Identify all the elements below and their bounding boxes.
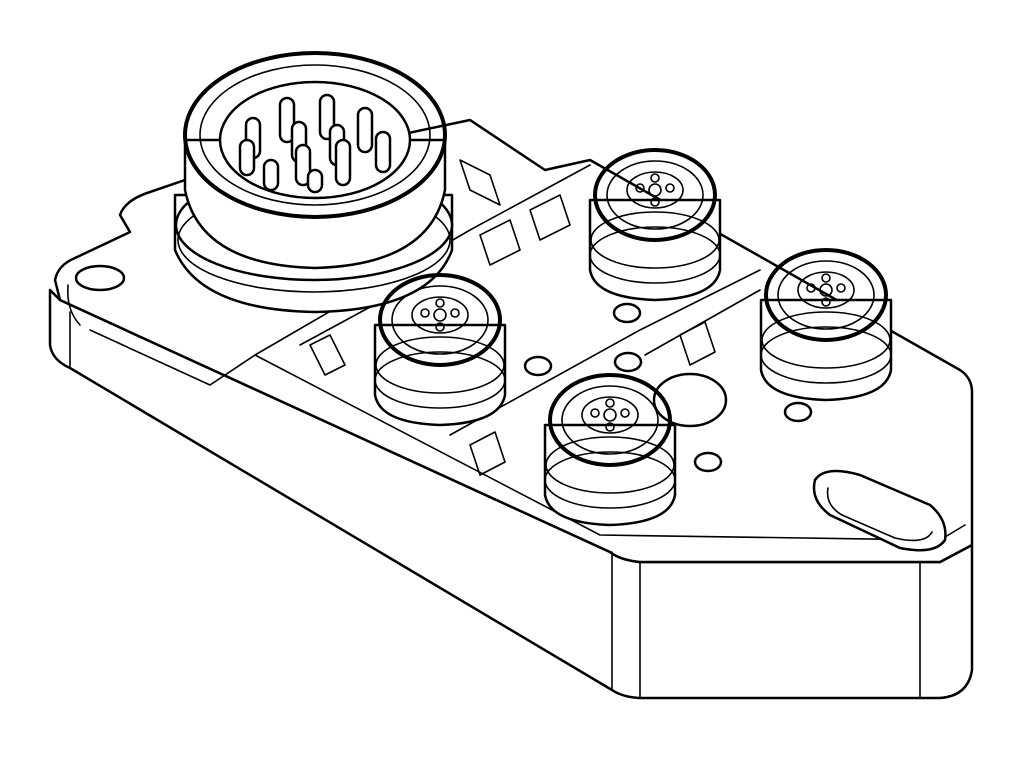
led-indicator: [612, 302, 642, 324]
main-connector: [173, 51, 454, 314]
m12-port-2: [759, 248, 893, 402]
label-slots: [309, 159, 716, 476]
led-indicator: [783, 401, 813, 423]
led-indicator: [613, 351, 643, 373]
connector-pins: [238, 93, 392, 194]
m12-port-3: [373, 273, 507, 427]
mounting-hole: [66, 264, 126, 326]
mounting-slot: [812, 469, 947, 552]
m12-port-1: [588, 148, 722, 302]
led-indicator: [693, 451, 723, 473]
center-hole: [652, 372, 728, 428]
m12-port-4: [543, 373, 677, 527]
led-indicator: [523, 355, 553, 377]
led-indicators: [523, 302, 813, 473]
